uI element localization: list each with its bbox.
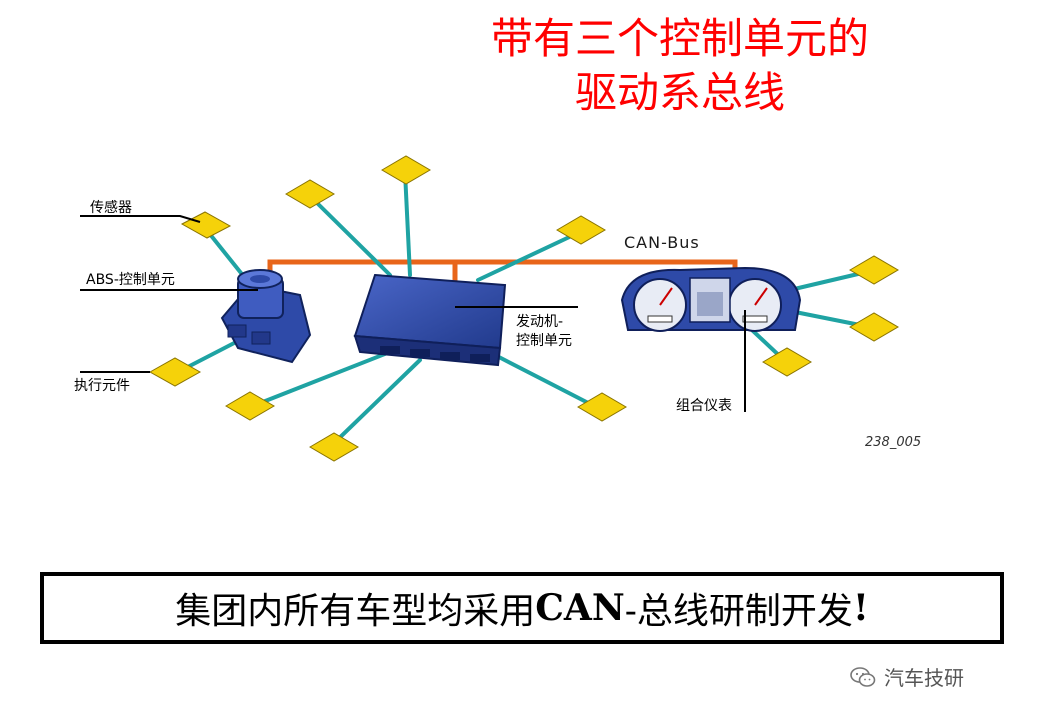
sensor-box xyxy=(148,357,202,387)
wire xyxy=(248,348,397,409)
sensor-box xyxy=(225,391,275,421)
banner-can: CAN xyxy=(535,587,625,629)
label-abs: ABS-控制单元 xyxy=(86,272,175,288)
wechat-icon xyxy=(850,666,876,687)
instrument-cluster xyxy=(620,266,802,332)
sensor-box xyxy=(762,347,812,377)
watermark-text: 汽车技研 xyxy=(884,666,964,690)
wire xyxy=(308,194,392,277)
wire xyxy=(493,353,600,410)
watermark: 汽车技研 xyxy=(850,662,964,691)
label-can-bus: CAN-Bus xyxy=(624,233,700,252)
leader-lines xyxy=(80,215,746,412)
sensor-box xyxy=(849,255,899,285)
sensor-box xyxy=(849,312,899,342)
wire xyxy=(203,226,247,280)
sensor-box xyxy=(577,392,627,422)
label-engine-line-2: 控制单元 xyxy=(516,333,572,349)
figure-id: 238_005 xyxy=(865,435,921,450)
banner-suffix: -总线研制开发 xyxy=(624,591,853,632)
title-line-1: 带有三个控制单元的 xyxy=(490,14,869,63)
sensor-box xyxy=(381,155,431,185)
sensor-box xyxy=(285,179,335,209)
title-line-2: 驱动系总线 xyxy=(574,68,785,117)
abs-control-unit xyxy=(220,269,312,364)
wire xyxy=(476,230,582,282)
label-actuator: 执行元件 xyxy=(74,378,130,394)
wire xyxy=(403,170,412,277)
sensor-boxes xyxy=(148,155,899,462)
label-instrument: 组合仪表 xyxy=(676,398,732,414)
wire xyxy=(328,358,422,449)
engine-control-unit xyxy=(353,273,507,367)
banner-exclaim: ! xyxy=(852,587,869,629)
label-engine-line-1: 发动机- xyxy=(516,314,563,330)
sensor-box xyxy=(309,432,359,462)
diagram-title: 带有三个控制单元的 驱动系总线 xyxy=(380,12,980,120)
banner-prefix: 集团内所有车型均采用 xyxy=(175,591,536,632)
sensor-box xyxy=(556,215,606,245)
can-bus-line xyxy=(267,259,738,283)
label-sensor: 传感器 xyxy=(90,199,132,216)
sensor-box xyxy=(180,211,232,239)
wiring xyxy=(176,170,877,449)
